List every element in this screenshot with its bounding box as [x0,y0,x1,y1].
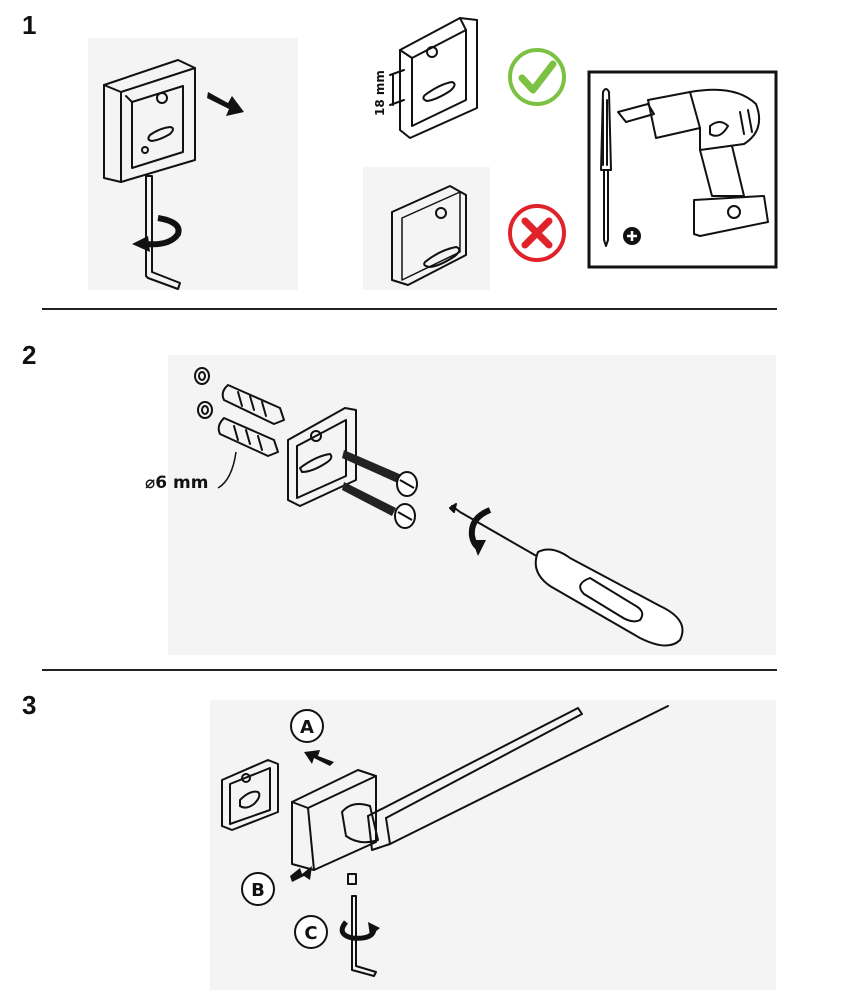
drill-diameter-label: ⌀6 mm [145,473,208,493]
callout-b: B [241,872,275,906]
step-number-3: 3 [22,690,37,720]
leader-line [217,451,237,489]
callout-a: A [290,709,324,743]
spacer-depth-label: 18 mm [373,70,387,116]
step1-flat-bracket-panel [363,167,490,290]
cordless-drill-icon [617,88,769,237]
callout-label-a: A [300,717,314,738]
plus-circle-icon [623,227,641,245]
hex-key-icon [351,895,377,977]
rotate-arrow-icon [132,215,182,252]
screwdriver-icon [449,503,684,647]
bracket-arrow-icon [207,92,244,116]
wall-plug-icon [217,384,285,457]
towel-rail-icon [291,705,669,871]
callout-c: C [294,915,328,949]
mounting-bracket-icon [287,407,357,507]
step1-bracket-panel [88,38,298,290]
grub-screw-icon [347,873,357,885]
divider-step2-step3 [42,669,777,671]
step-number-1: 1 [22,10,37,40]
screwdriver-icon [600,88,612,247]
red-x-icon [508,204,566,262]
step2-panel [168,355,776,655]
arrow-b-icon [290,866,312,882]
screw-icon [342,450,418,529]
step3-panel [210,700,776,990]
step-number-2: 2 [22,340,37,370]
callout-label-c: C [304,923,317,944]
hex-key-icon [145,175,181,290]
arrow-a-icon [304,750,334,766]
divider-step1-step2 [42,308,777,310]
flat-bracket-icon [391,185,467,286]
wall-plate-icon [221,759,279,831]
tools-box [587,70,778,269]
rotate-arrow-icon [468,507,492,556]
washer-icon [194,367,213,419]
callout-label-b: B [251,880,265,901]
bracket-box-icon [103,59,196,183]
green-check-icon [508,48,566,106]
spacer-bracket-icon [389,17,478,139]
rotate-arrow-icon [339,920,380,941]
